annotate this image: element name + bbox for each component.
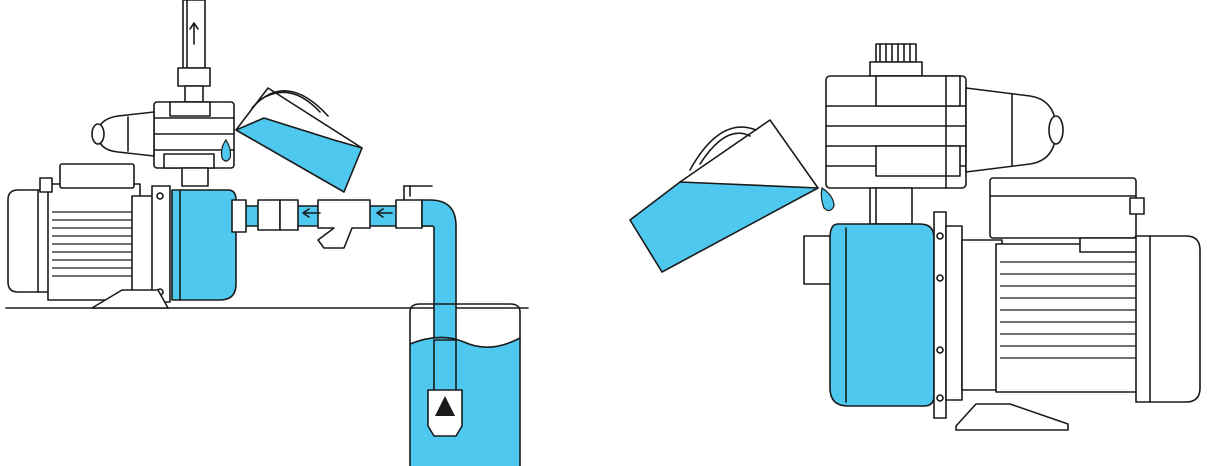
- pressure-controller-right: [826, 76, 1063, 188]
- water-tank: [410, 304, 520, 466]
- water-jug-left: [222, 88, 363, 192]
- motor: [8, 164, 170, 308]
- suction-pipe: [232, 186, 436, 248]
- pressure-controller: [92, 102, 234, 168]
- flange: [934, 212, 962, 418]
- coupling: [182, 168, 208, 186]
- right-scene: [630, 44, 1200, 430]
- left-scene: [6, 0, 528, 466]
- pump-body: [172, 190, 236, 300]
- discharge-pipe: [178, 0, 210, 102]
- top-fitting: [870, 44, 922, 76]
- inlet-port: [804, 236, 832, 284]
- motor-right: [956, 178, 1200, 430]
- foot-valve-icon: [428, 390, 462, 436]
